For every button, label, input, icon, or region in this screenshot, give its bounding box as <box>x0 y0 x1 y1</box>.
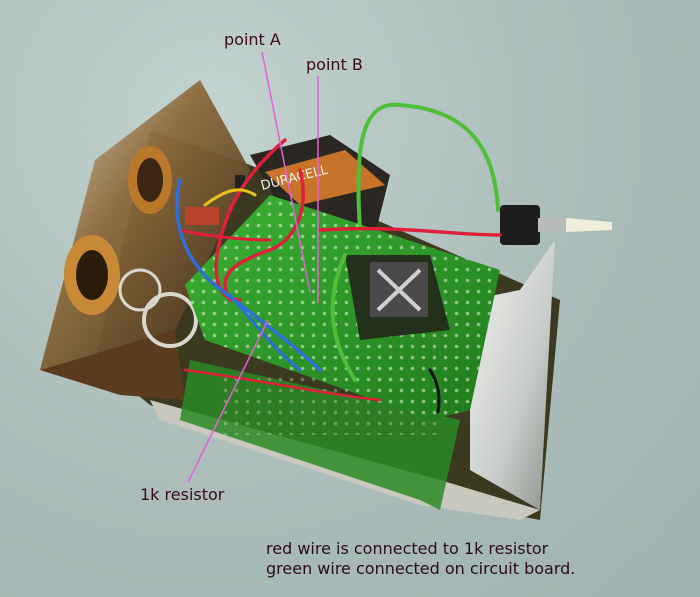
resistor-label: 1k resistor <box>140 485 225 504</box>
caption: red wire is connected to 1k resistor gre… <box>266 539 575 579</box>
point-a-label: point A <box>224 30 281 49</box>
point-b-label: point B <box>306 55 363 74</box>
audio-jack-icon <box>64 146 198 348</box>
caption-line-1: red wire is connected to 1k resistor <box>266 539 549 558</box>
wires <box>175 102 502 414</box>
pointer-lines <box>187 51 319 483</box>
toggle-switch-icon <box>500 205 612 245</box>
caption-line-2: green wire connected on circuit board. <box>266 559 576 578</box>
